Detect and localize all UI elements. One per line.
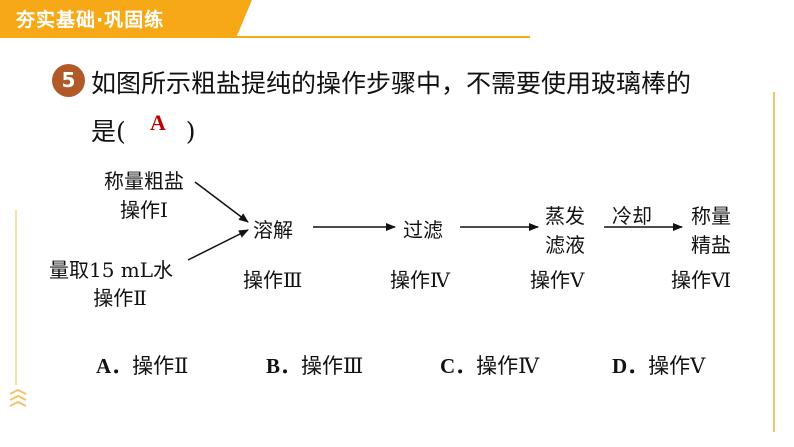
decorative-chevrons-icon — [9, 388, 27, 407]
step1-line2: 操作Ⅰ — [120, 198, 168, 222]
left-divider — [15, 210, 17, 385]
arrow-step2-to-dissolve — [187, 229, 249, 261]
step5-line1: 蒸发 — [545, 204, 585, 228]
step6-line2: 精盐 — [691, 233, 731, 257]
option-d[interactable]: D．操作Ⅴ — [612, 350, 705, 380]
cooling-arrow-label: 冷却 — [612, 204, 652, 228]
section-banner — [0, 0, 252, 36]
step3-label: 溶解 — [253, 218, 293, 242]
option-d-letter: D． — [612, 354, 649, 378]
option-b[interactable]: B．操作Ⅲ — [266, 350, 363, 380]
option-b-letter: B． — [266, 354, 302, 378]
question-prefix: 是( — [91, 117, 126, 146]
option-b-text: 操作Ⅲ — [301, 354, 364, 378]
step1-line1: 称量粗盐 — [104, 169, 184, 193]
option-c-letter: C． — [440, 354, 477, 378]
right-divider — [773, 92, 775, 432]
section-title: 夯实基础·巩固练 — [16, 9, 165, 31]
option-a-text: 操作Ⅱ — [132, 354, 189, 378]
arrow-step1-to-dissolve — [194, 181, 249, 223]
banner-underline — [0, 36, 530, 38]
step2-line1: 量取15 mL水 — [49, 258, 174, 282]
step5-operation: 操作Ⅴ — [530, 268, 585, 292]
answer-mark: A — [150, 110, 166, 135]
step4-operation: 操作Ⅳ — [390, 268, 450, 292]
question-number-badge: 5 — [52, 64, 85, 97]
question-text-line2: 是() — [91, 112, 196, 148]
option-c[interactable]: C．操作Ⅳ — [440, 350, 539, 380]
option-a-letter: A． — [96, 354, 133, 378]
option-d-text: 操作Ⅴ — [648, 354, 706, 378]
step2-line2: 操作Ⅱ — [93, 286, 147, 310]
step5-line2: 滤液 — [545, 233, 585, 257]
question-suffix: ) — [185, 117, 196, 146]
step4-label: 过滤 — [403, 218, 443, 242]
step3-operation: 操作Ⅲ — [243, 268, 303, 292]
option-c-text: 操作Ⅳ — [476, 354, 540, 378]
step6-line1: 称量 — [691, 204, 731, 228]
step6-operation: 操作Ⅵ — [671, 268, 732, 292]
question-text-line1: 如图所示粗盐提纯的操作步骤中，不需要使用玻璃棒的 — [91, 69, 692, 98]
option-a[interactable]: A．操作Ⅱ — [96, 350, 188, 380]
